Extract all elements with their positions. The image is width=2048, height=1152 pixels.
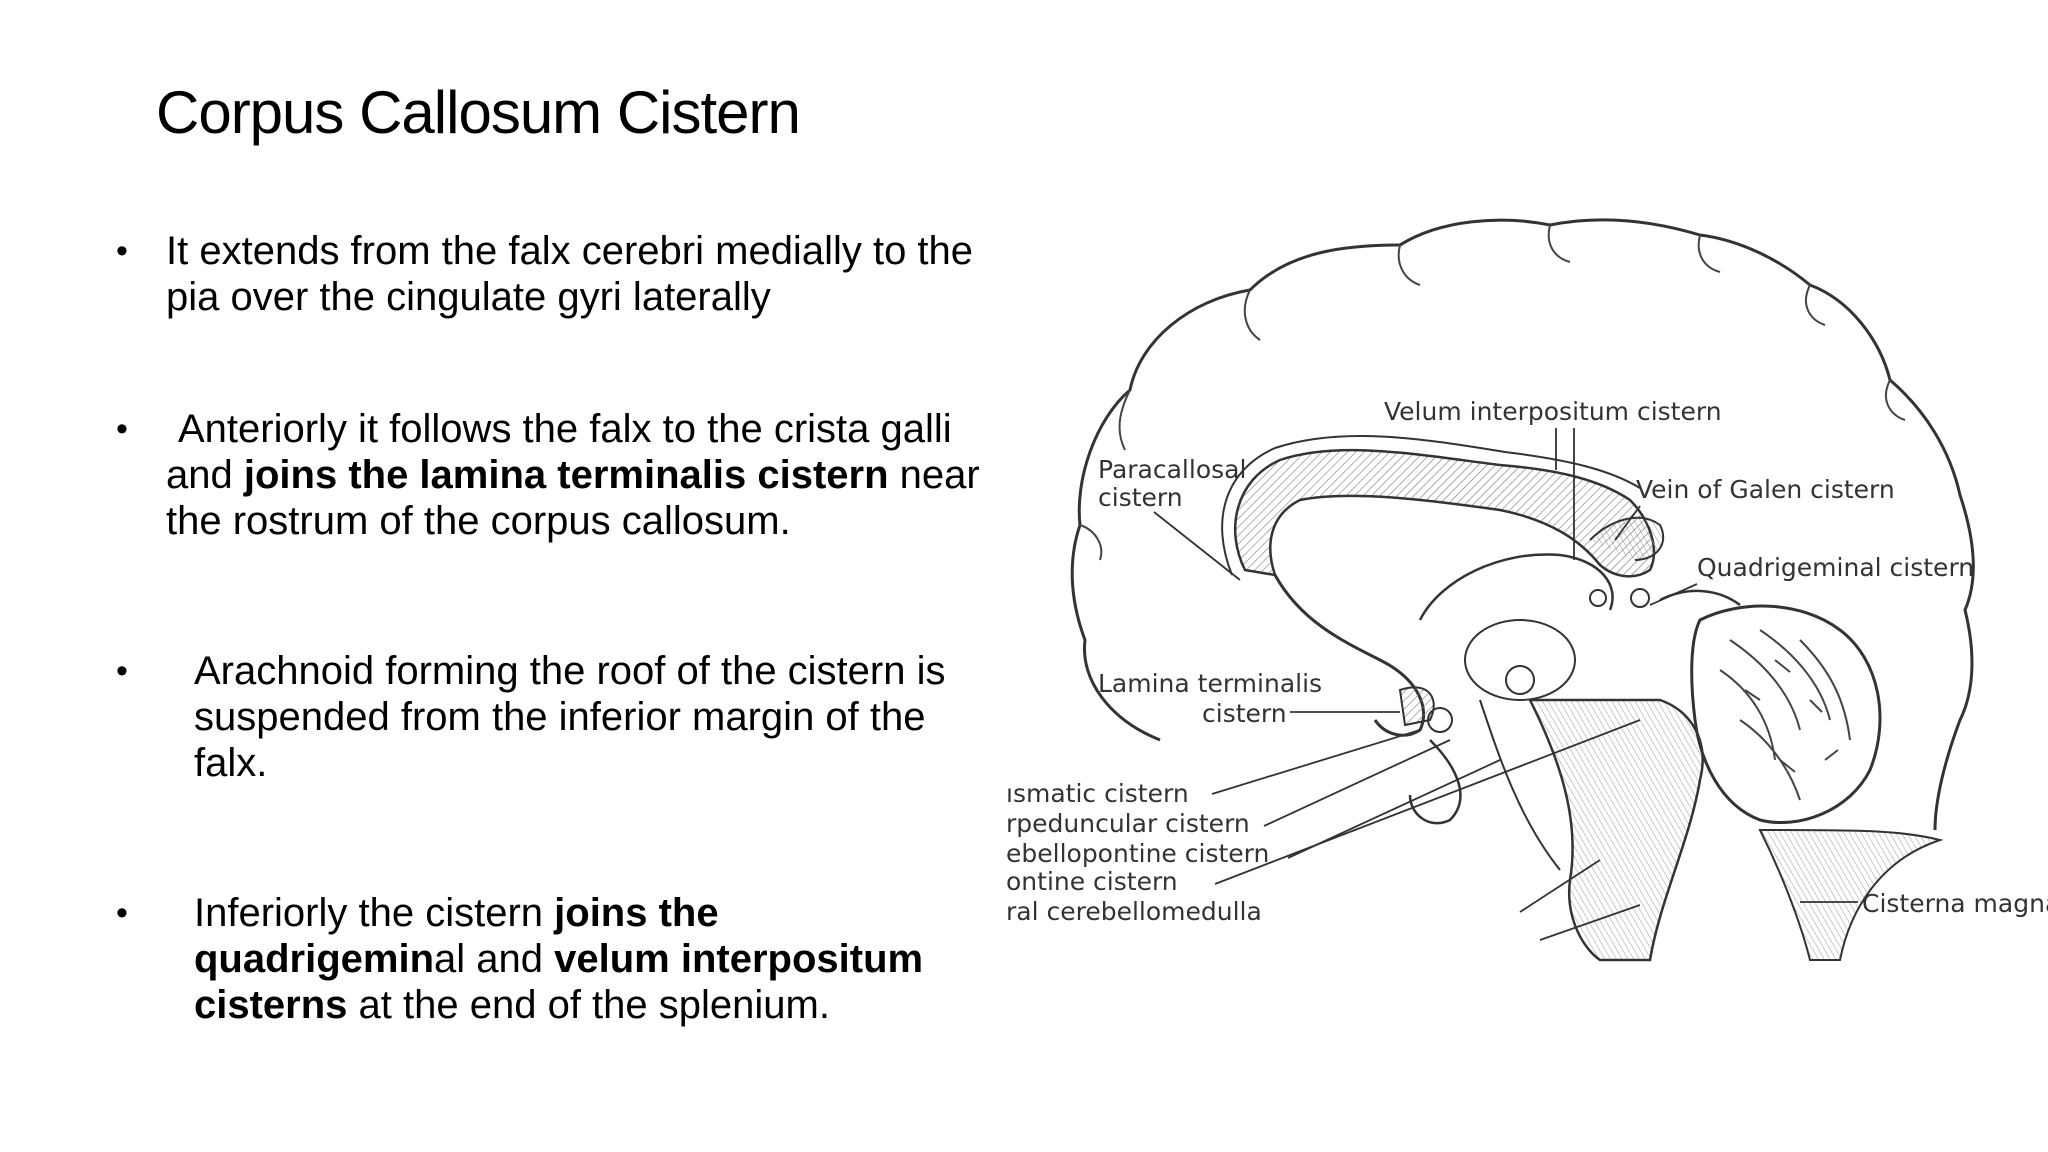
bullet-segment: near the rostrum of the corpus callosum.	[166, 453, 980, 543]
bullet-segment: Anteriorly it follows the falx to the cr…	[166, 407, 952, 497]
vein-galen-circle-2	[1630, 588, 1650, 608]
gyri-lines	[1079, 224, 1906, 561]
bullet-dot: •	[116, 232, 128, 270]
label-cerebellomedullary: ral cerebellomedulla	[1006, 897, 1262, 926]
bullet-item: • Arachnoid forming the roof of the cist…	[110, 648, 990, 786]
label-paracallosal-1: Paracallosal	[1098, 455, 1246, 484]
hypophysis-loop	[1408, 739, 1462, 825]
midbrain-line	[1479, 699, 1561, 871]
bullet-list: • It extends from the falx cerebri media…	[110, 228, 990, 1028]
bullet-text: Anteriorly it follows the falx to the cr…	[166, 407, 980, 543]
bullet-segment-bold: velum interpositum cisterns	[194, 937, 924, 1027]
label-cerebellopontine: ebellopontine cistern	[1006, 839, 1269, 868]
bullet-segment: at the end of the splenium.	[347, 983, 830, 1027]
vein-galen-circle	[1589, 589, 1607, 607]
label-pontine: ontine cistern	[1006, 867, 1178, 896]
leader-lines	[1153, 428, 1858, 941]
lamina-cistern-shape	[1398, 686, 1435, 727]
bullet-segment: It extends from the falx cerebri mediall…	[166, 229, 974, 319]
label-paracallosal-2: cistern	[1098, 483, 1183, 512]
bullet-dot: •	[116, 894, 128, 932]
bullet-dot: •	[116, 652, 128, 690]
bullet-item: • Anteriorly it follows the falx to the …	[110, 406, 990, 544]
pineal-circle	[1505, 665, 1535, 695]
label-magna: Cisterna magna	[1862, 889, 2048, 918]
cisterna-magna-shape	[1758, 828, 1944, 961]
label-interpeduncular: rpeduncular cistern	[1006, 809, 1250, 838]
cerebellum-folia-ticks	[1744, 659, 1839, 773]
bullet-item: • It extends from the falx cerebri media…	[110, 228, 990, 320]
bullet-text: Arachnoid forming the roof of the cister…	[194, 649, 945, 785]
bullet-segment: Arachnoid forming the roof of the cister…	[194, 649, 946, 785]
bullet-dot: •	[116, 410, 128, 448]
bullet-segment: al and	[434, 937, 555, 981]
label-velum: Velum interpositum cistern	[1384, 397, 1722, 426]
bullet-text: It extends from the falx cerebri mediall…	[166, 229, 973, 319]
paracallosal-band	[1221, 434, 1641, 576]
bullet-segment: Inferiorly the cistern	[194, 891, 555, 935]
cerebellum-folia	[1719, 629, 1851, 801]
label-galen: Vein of Galen cistern	[1636, 475, 1895, 504]
corpus-callosum	[1233, 448, 1656, 578]
label-quadrigeminal: Quadrigeminal cistern	[1697, 553, 1974, 582]
label-lamina-2: cistern	[1202, 699, 1287, 728]
label-chiasmatic: ısmatic cistern	[1006, 779, 1189, 808]
label-lamina-1: Lamina terminalis	[1098, 669, 1322, 698]
chiasm-circle	[1427, 707, 1453, 733]
bullet-segment-bold: joins the quadrigemin	[194, 891, 719, 981]
slide-title: Corpus Callosum Cistern	[156, 79, 801, 146]
bullet-segment-bold: joins the lamina terminalis cistern	[243, 453, 889, 497]
brain-sagittal-diagram: Velum interpositum cistern Paracallosal …	[1004, 200, 2048, 990]
brain-outline	[1070, 218, 1975, 831]
thalamus-shape	[1464, 619, 1576, 701]
brainstem	[1527, 698, 1704, 962]
cerebellum	[1690, 604, 1882, 825]
diagram-svg: Velum interpositum cistern Paracallosal …	[1006, 218, 2048, 962]
bullet-text: Inferiorly the cistern joins the quadrig…	[194, 891, 923, 1027]
bullet-item: • Inferiorly the cistern joins the quadr…	[110, 890, 990, 1028]
quadrigeminal-line	[1659, 589, 1741, 607]
velum-region	[1589, 516, 1665, 561]
fornix-curve	[1418, 553, 1614, 621]
